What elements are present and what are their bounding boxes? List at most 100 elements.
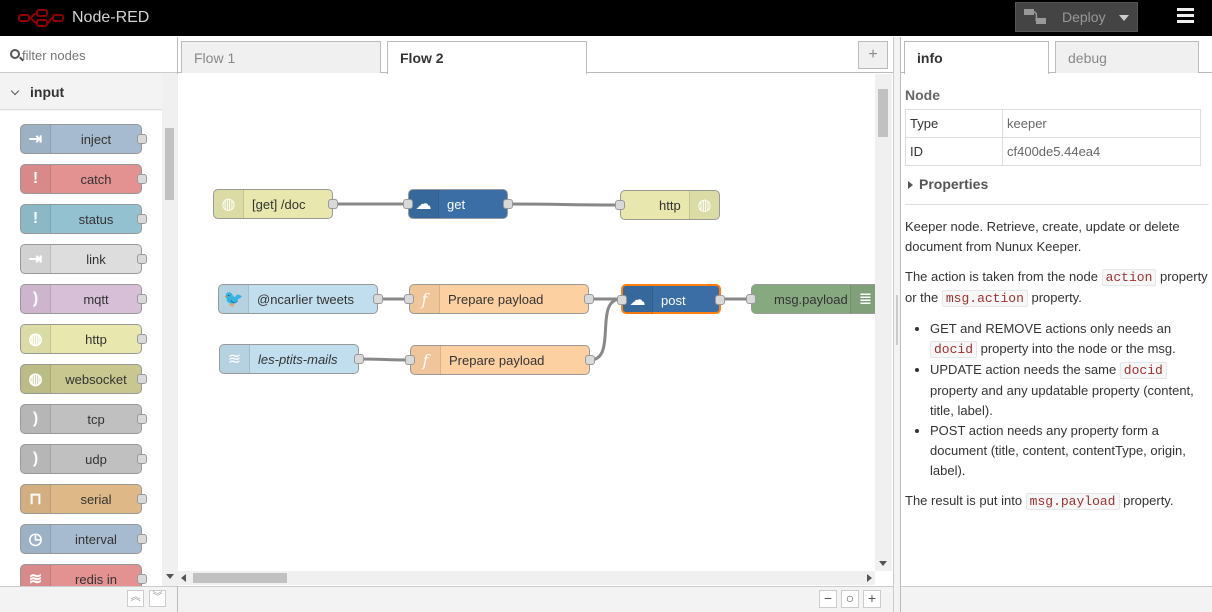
output-port[interactable] (585, 355, 595, 365)
palette-node-label: link (86, 252, 106, 267)
node-label: Prepare payload (448, 292, 544, 307)
tab-debug[interactable]: debug (1055, 41, 1199, 73)
node-label: Prepare payload (449, 353, 545, 368)
input-port[interactable] (404, 294, 414, 304)
scrollbar-thumb[interactable] (878, 89, 888, 137)
text: The result is put into (905, 493, 1026, 508)
node-label: get (447, 197, 466, 212)
flow-node-http-response[interactable]: http ◍ (615, 190, 720, 220)
scroll-left-icon[interactable] (181, 574, 186, 582)
properties-toggle[interactable]: Properties (905, 176, 1209, 200)
scrollbar-thumb[interactable] (165, 128, 174, 200)
input-port[interactable] (403, 199, 413, 209)
output-port[interactable] (328, 199, 338, 209)
scroll-down-icon[interactable] (166, 574, 174, 579)
flow-node-twitter-in[interactable]: 🐦 @ncarlier tweets (218, 284, 383, 314)
palette-node-inject[interactable]: ⇥inject (20, 124, 147, 154)
palette-node-interval[interactable]: ◷interval (20, 524, 147, 554)
palette-node-redis-in[interactable]: ≋redis in (20, 564, 147, 586)
flow-node-keeper-post[interactable]: ☁ post (617, 284, 725, 314)
feed-icon: ≋ (220, 345, 250, 373)
output-port[interactable] (584, 294, 594, 304)
palette-node-label: inject (80, 132, 112, 147)
palette-category-input[interactable]: input (0, 74, 162, 110)
palette-node-websocket[interactable]: ◍websocket (20, 364, 147, 394)
add-flow-button[interactable]: + (858, 41, 888, 69)
collapse-all-button[interactable]: ︽ (127, 590, 144, 607)
input-port[interactable] (746, 294, 756, 304)
input-port[interactable] (615, 200, 625, 210)
flow-canvas[interactable]: ◍ [get] /doc ☁ get http ◍ 🐦 @ncarlier tw… (178, 74, 875, 571)
code-msg-payload: msg.payload (1025, 493, 1120, 510)
palette-node-serial[interactable]: ⊓serial (20, 484, 147, 514)
output-port[interactable] (373, 294, 383, 304)
chevron-right-icon (908, 181, 913, 189)
list-item: POST action needs any property form a do… (930, 421, 1209, 481)
scroll-right-icon[interactable] (867, 574, 872, 582)
description-paragraph: The action is taken from the node action… (905, 267, 1209, 309)
exclamation-icon: ! (21, 165, 51, 193)
deploy-button[interactable]: Deploy (1015, 2, 1138, 32)
tab-info[interactable]: info (904, 41, 1049, 74)
flow-node-http-in[interactable]: ◍ [get] /doc (213, 189, 338, 219)
main-menu-icon[interactable] (1172, 5, 1200, 31)
output-port[interactable] (715, 295, 725, 305)
app-title: Node-RED (72, 9, 150, 26)
properties-label: Properties (919, 176, 989, 192)
workspace-horizontal-scrollbar[interactable] (178, 571, 875, 585)
wire[interactable] (358, 357, 411, 362)
tab-label: debug (1068, 50, 1107, 66)
palette-node-catch[interactable]: !catch (20, 164, 147, 194)
output-port[interactable] (503, 199, 513, 209)
table-key: ID (905, 137, 1003, 166)
code-msg-action: msg.action (941, 290, 1028, 307)
resize-handle[interactable] (896, 295, 898, 345)
tab-flow-1[interactable]: Flow 1 (181, 41, 381, 73)
header-bar: Node-RED Deploy (0, 0, 1212, 36)
wire[interactable] (589, 297, 622, 362)
palette-node-udp[interactable]: )udp (20, 444, 147, 474)
deploy-dropdown-icon[interactable] (1119, 15, 1129, 21)
output-port[interactable] (354, 354, 364, 364)
input-port[interactable] (617, 295, 627, 305)
table-value: keeper (1002, 109, 1201, 138)
function-icon: f (411, 346, 441, 374)
flow-node-debug[interactable]: msg.payload ≣ (746, 284, 875, 314)
flow-node-keeper-get[interactable]: ☁ get (403, 189, 513, 219)
palette-node-status[interactable]: !status (20, 204, 147, 234)
zoom-in-button[interactable]: + (863, 590, 881, 608)
flow-node-function-1[interactable]: f Prepare payload (404, 284, 594, 314)
flow-node-feed-in[interactable]: ≋ les-ptits-mails (219, 344, 364, 374)
palette-node-http[interactable]: ◍http (20, 324, 147, 354)
tab-flow-2[interactable]: Flow 2 (387, 41, 587, 74)
wires-layer (333, 202, 751, 362)
link-out-icon: ⇥ (21, 245, 51, 273)
input-port[interactable] (405, 355, 415, 365)
palette-scrollbar[interactable] (162, 74, 178, 586)
text: GET and REMOVE actions only needs an (930, 321, 1172, 336)
section-title: Node (905, 87, 940, 103)
scroll-down-icon[interactable] (879, 561, 887, 566)
flow-node-function-2[interactable]: f Prepare payload (405, 345, 595, 375)
zoom-reset-button[interactable]: ○ (841, 590, 859, 608)
deploy-label: Deploy (1062, 9, 1106, 25)
redis-icon: ≋ (21, 565, 51, 586)
workspace-vertical-scrollbar[interactable] (875, 74, 892, 571)
wire[interactable] (507, 202, 621, 207)
output-port (137, 134, 147, 144)
workspace: Flow 1 Flow 2 + ◍ [get] /doc ☁ get (178, 37, 893, 612)
debug-list-icon: ≣ (850, 285, 875, 313)
zoom-out-button[interactable]: − (819, 590, 837, 608)
palette-node-link[interactable]: ⇥ link (20, 244, 147, 274)
palette-node-label: udp (85, 452, 107, 467)
palette-node-mqtt[interactable]: )mqtt (20, 284, 147, 314)
tab-label: Flow 1 (194, 50, 236, 66)
filter-nodes-input[interactable] (22, 45, 172, 65)
expand-all-button[interactable]: ︾ (149, 590, 166, 607)
tab-label: Flow 2 (400, 50, 444, 66)
bridge-dash-icon: ) (21, 405, 51, 433)
sidebar-separator[interactable] (893, 37, 901, 612)
bridge-icon: ) (21, 285, 51, 313)
scrollbar-thumb[interactable] (193, 573, 287, 583)
palette-node-tcp[interactable]: )tcp (20, 404, 147, 434)
